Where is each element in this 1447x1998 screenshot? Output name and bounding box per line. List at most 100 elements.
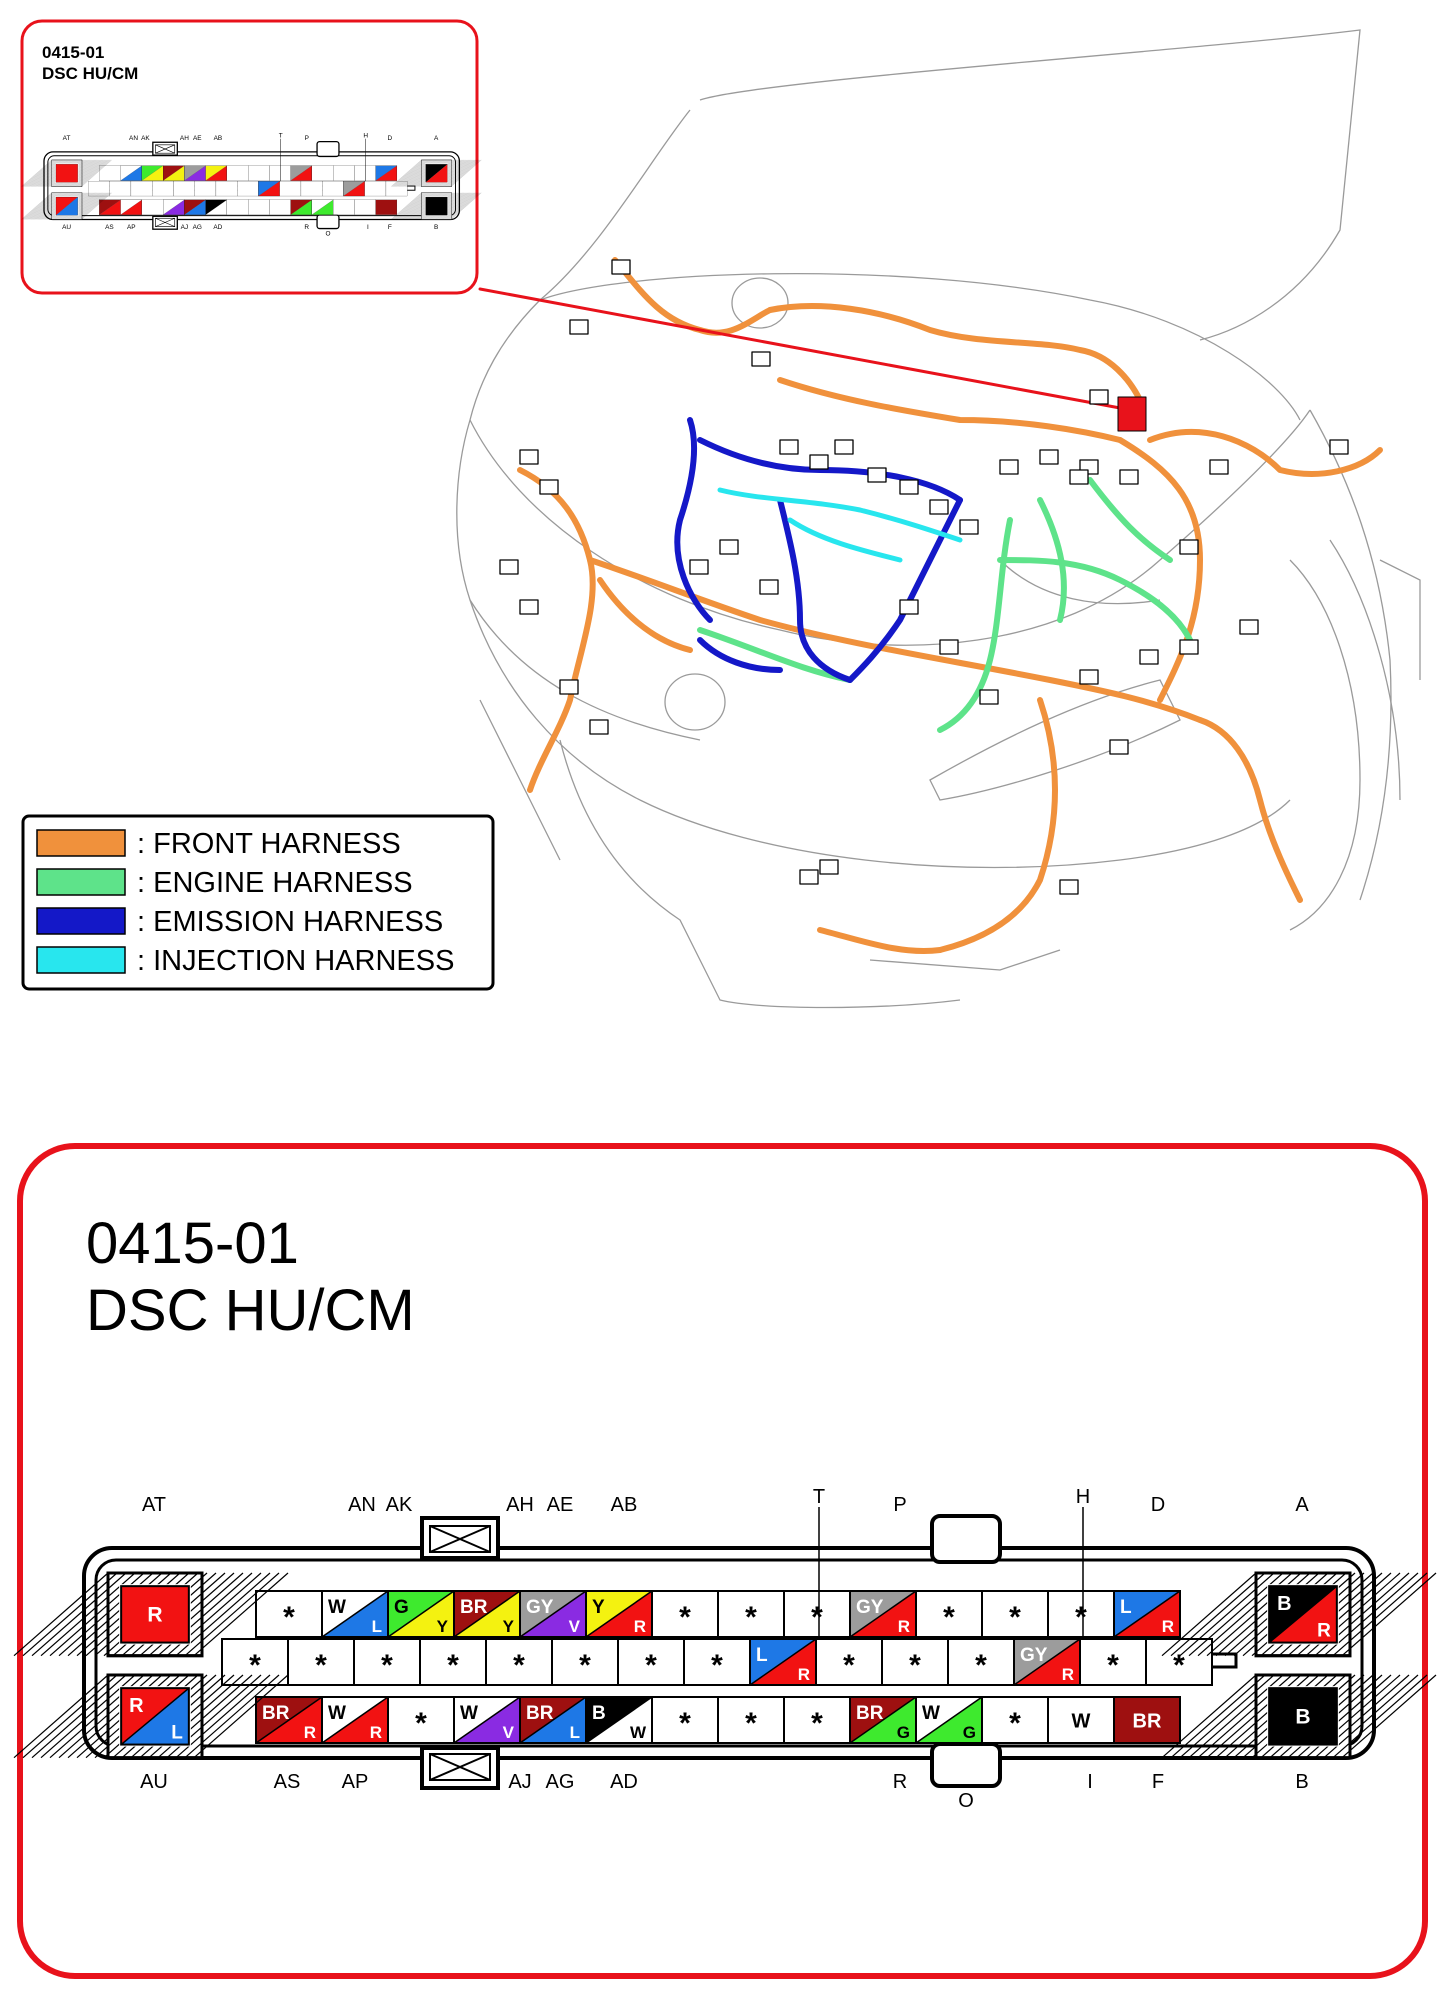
harness-connector-block	[929, 499, 949, 515]
pin-empty-mark: *	[381, 1649, 393, 1682]
pin-row1-cell: GY	[387, 1590, 455, 1638]
pin-row1-cell: WL	[321, 1590, 389, 1638]
pin-row1-cell	[248, 165, 270, 181]
pin-stripe-color: R	[634, 1617, 646, 1636]
harness-connector-block	[539, 479, 559, 495]
pin-position-label-bottom: F	[1152, 1771, 1164, 1793]
pin-stripe-color: G	[897, 1723, 910, 1742]
pin-stripe-color: R	[1162, 1617, 1174, 1636]
pin-position-label-bottom: I	[1087, 1771, 1093, 1793]
harness-connector-block	[959, 519, 979, 535]
pin-stripe-color: R	[898, 1617, 910, 1636]
pin-empty-mark: *	[645, 1649, 657, 1682]
pin-row1-cell: BRY	[453, 1590, 521, 1638]
pin-row1-cell	[311, 165, 334, 181]
pin-row3-cell: WG	[915, 1696, 983, 1744]
pin-row3-cell: BR	[1113, 1696, 1181, 1744]
pin-row2-cell	[130, 181, 153, 197]
harness-connector-block	[1179, 639, 1199, 655]
pin-row3-cell	[163, 199, 185, 215]
harness-connector-block	[1179, 539, 1199, 555]
pin-row3-cell	[333, 199, 355, 215]
pin-empty-mark: *	[415, 1707, 427, 1740]
pin-base-color: GY	[526, 1597, 554, 1618]
pin-row3-cell: *	[981, 1696, 1049, 1744]
pin-empty-mark: *	[943, 1601, 955, 1634]
pin-empty-mark: *	[1075, 1601, 1087, 1634]
pin-empty-mark: *	[1107, 1649, 1119, 1682]
pin-row1-cell: GY V	[519, 1590, 587, 1638]
pin-position-label-top: AE	[547, 1494, 574, 1516]
pin-row1-cell	[184, 165, 206, 181]
pin-base-color: R	[129, 1695, 144, 1717]
pin-row3-cell: *	[783, 1696, 851, 1744]
pin-position-label-top: AB	[611, 1494, 638, 1516]
pin-empty-mark: *	[315, 1649, 327, 1682]
harness-connector-block	[1119, 469, 1139, 485]
pin-row2-cell: *	[683, 1638, 751, 1686]
pin-row1-cell: *	[981, 1590, 1049, 1638]
pin-row1-cell: LR	[1113, 1590, 1181, 1638]
harness-connector-block	[689, 559, 709, 575]
emission-harness-wires	[674, 417, 963, 683]
pin-row2-cell	[364, 181, 387, 197]
pin-empty-mark: *	[447, 1649, 459, 1682]
pin-position-label-top: T	[813, 1486, 825, 1508]
pin-base-color: BR	[262, 1703, 290, 1724]
pin-position-label-top: D	[387, 135, 392, 142]
pin-row2-cell: *	[815, 1638, 883, 1686]
pin-position-label-bottom: AD	[610, 1771, 638, 1793]
pin-empty-mark: *	[679, 1601, 691, 1634]
pin-row2-cell	[194, 181, 217, 197]
legend-swatch	[36, 946, 126, 974]
pin-empty-mark: *	[975, 1649, 987, 1682]
legend-label: : EMISSION HARNESS	[137, 906, 443, 938]
pin-stripe-color: R	[304, 1723, 316, 1742]
pin-base-color: W	[460, 1703, 478, 1724]
pin-base-color: GY	[856, 1597, 884, 1618]
pin-stripe-color: V	[569, 1617, 581, 1636]
pin-row1-cell: *	[783, 1590, 851, 1638]
pin-base-color: W	[328, 1597, 346, 1618]
harness-connector-block	[1069, 469, 1089, 485]
harness-connector-block	[899, 599, 919, 615]
pin-row2-cell	[109, 181, 132, 197]
pin-row1-cell: *	[915, 1590, 983, 1638]
pin-row3-cell	[226, 199, 249, 215]
pin-row3-cell	[375, 199, 398, 215]
harness-connector-block	[1139, 649, 1159, 665]
pin-stripe-color: W	[630, 1723, 647, 1742]
harness-connector-block	[499, 559, 519, 575]
vehicle-outline	[456, 29, 1421, 1009]
pin-base-color: G	[394, 1597, 409, 1618]
pin-row3-cell	[184, 199, 206, 215]
pin-row2-cell: *	[881, 1638, 949, 1686]
pin-row2-cell	[88, 181, 110, 197]
pin-empty-mark: *	[745, 1707, 757, 1740]
pin-position-label-bottom: R	[893, 1771, 907, 1793]
pin-stripe-color: L	[570, 1723, 580, 1742]
pin-row3-cell	[99, 199, 121, 215]
pin-stripe-color: R	[798, 1665, 810, 1684]
pin-position-label-bottom: AU	[62, 224, 71, 231]
pin-base-color: B	[592, 1703, 606, 1724]
legend-box	[21, 814, 495, 991]
harness-connector-block	[899, 479, 919, 495]
harness-connector-block	[1039, 449, 1059, 465]
pin-row1-cell	[163, 165, 185, 181]
harness-connector-block	[867, 467, 887, 483]
pin-row3-cell: BR R	[255, 1696, 323, 1744]
pin-row3-cell: *	[717, 1696, 785, 1744]
pin-stripe-color: R	[1062, 1665, 1074, 1684]
connector-body: *WLGYBRYGYVYR***GYR***LR********LR***GYR…	[13, 1486, 1437, 1812]
pin-position-label-top: P	[305, 135, 309, 142]
pin-row2-cell: *	[1145, 1638, 1213, 1686]
pin-row2-cell	[173, 181, 195, 197]
pin-row2-cell: *	[485, 1638, 553, 1686]
pin-stripe-color: Y	[437, 1617, 449, 1636]
harness-connector-block	[1239, 619, 1259, 635]
pin-stripe-color: R	[370, 1723, 382, 1742]
pin-row2-cell: *	[419, 1638, 487, 1686]
pin-base-color: Y	[592, 1597, 605, 1618]
